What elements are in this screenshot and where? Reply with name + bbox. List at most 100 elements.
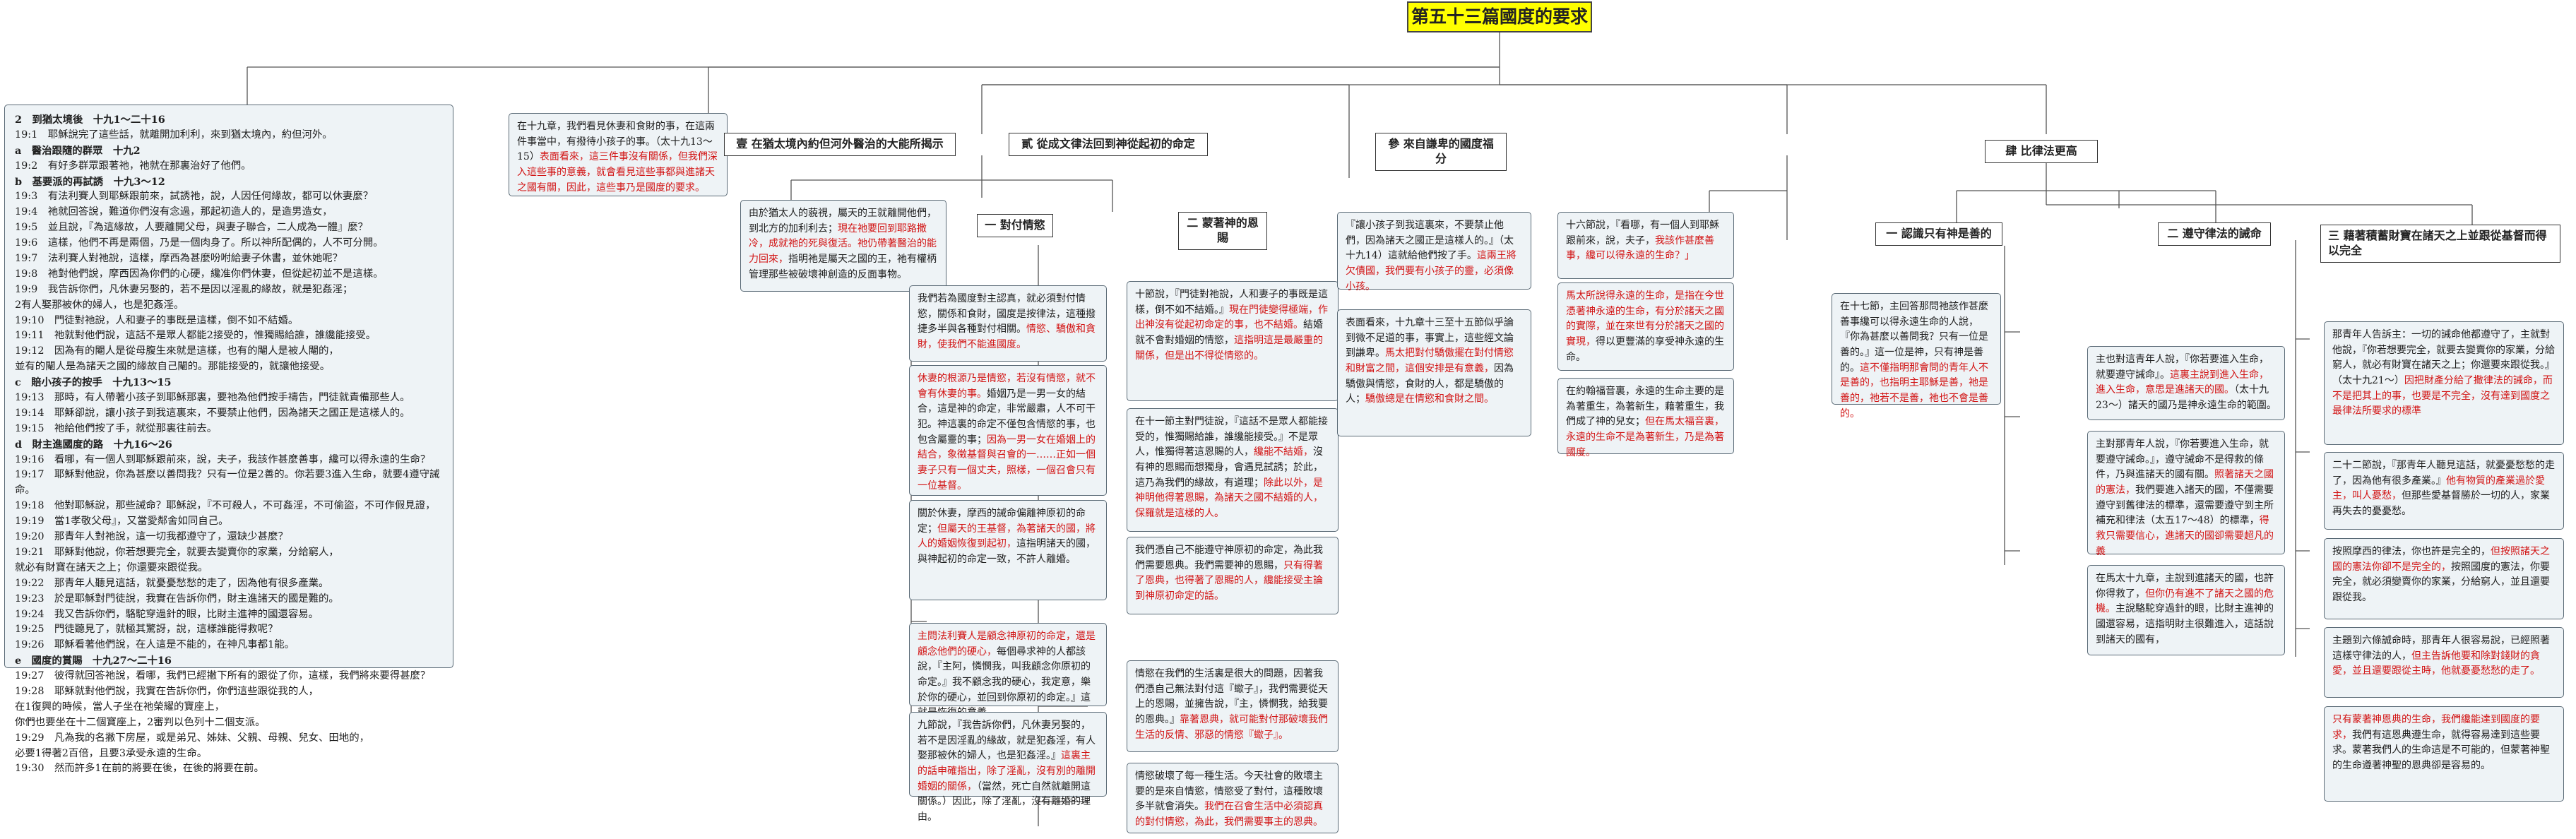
subheading-2b: 二 蒙著神的恩賜 <box>1178 212 1267 250</box>
outline-line: 19:12 因為有的閹人是從母腹生來就是這樣，也有的閹人是被人閹的， <box>15 345 339 357</box>
s4-2-red: 馬太所說得永遠的生命，是指在今世憑著神永遠的生命，有分於諸天之國的實際，並在來世… <box>1566 290 1724 348</box>
s4b-box-2: 主對那青年人說，『你若要進入生命，就要遵守誡命。』，遵守誡命不是得救的條件，乃與… <box>2087 431 2285 557</box>
section-heading-4: 肆 比律法更高 <box>1985 140 2098 163</box>
outline-line: 19:1 耶穌說完了這些話，就離開加利利，來到猶太境內，約但河外。 <box>15 129 333 141</box>
s2a-4-red: 主問法利賽人是顧念神原初的命定，還是顧念他們的硬心， <box>918 631 1096 657</box>
outline-line: 19:21 耶穌對他說，你若想要完全，就要去變賣你的家業，分給窮人， <box>15 546 339 558</box>
outline-line: 就必有財寶在諸天之上；你還要來跟從我。 <box>15 561 208 573</box>
s2a-2-text: 婚姻乃是一男一女的結合，這是神的命定，非常嚴肅，人不可干犯。神這裏的命定不僅包含… <box>918 388 1096 446</box>
subheading-2a: 一 對付情慾 <box>977 214 1053 237</box>
s3-2-text2: 因為驕傲與情慾，食財的人，都是驕傲的人； <box>1346 363 1514 405</box>
s4b-2-red: 照著諸天之國的憲法， <box>2096 469 2274 496</box>
s1-body-node: 由於猶太人的藐視，屬天的王就離開他們，到北方的加利利去；現在祂要回到耶路撒冷，成… <box>740 200 946 292</box>
outline-line: 19:13 那時，有人帶著小孩子到耶穌那裏，要祂為他們按手禱告，門徒就責備那些人… <box>15 392 410 404</box>
s4c-2-text: 二十二節說，『那青年人聽見這話，就憂憂愁愁的走了，因為他有很多產業。』 <box>2332 460 2555 487</box>
s4c-box-3: 按照摩西的律法，你也許是完全的，但按照諸天之國的憲法你卻不是完全的，按照國度的憲… <box>2324 538 2564 619</box>
s4b-box-1: 主也對這青年人說，『你若要進入生命，就要遵守誡命』。這裏主說到進入生命，進入生命… <box>2087 346 2285 420</box>
s3-2-red: 馬太把對付驕傲擺在對付情慾和財富之間，這個安排是有意義， <box>1346 347 1514 375</box>
s4c-1-text: 那青年人告訴主：一切的誡命他都遵守了，主就對他說，『你若想要完全，就要去變賣你的… <box>2332 329 2555 387</box>
s4a-box-1: 在十七節，主回答那問祂該作甚麼善事纔可以得永遠生命的人說，『你為甚麼以善問我？只… <box>1832 293 2001 420</box>
outline-heading: c 賠小孩子的按手 十九13～15 <box>15 376 172 389</box>
s4b-1-text2: （太十九23～）諸天的國乃是神永遠生命的範圍。 <box>2096 384 2277 412</box>
s4c-2-text2: 但那些愛基督勝於一切的人，家業再失去的憂憂愁。 <box>2332 490 2550 518</box>
section-heading-3: 參 來自謙卑的國度福分 <box>1375 133 1507 171</box>
s2b-box-4: 情慾在我們的生活裏是很大的問題，因著我們憑自己無法對付這『蠍子』，我們需要從天上… <box>1127 660 1339 752</box>
s4b-1-red: 這裏主說到進入生命，進入生命，意思是進諸天的國。 <box>2096 369 2269 396</box>
s3-2-red2: 驕傲總是在情慾和食財之間。 <box>1365 393 1494 405</box>
s4c-3-red: 但按照諸天之國的憲法你卻不是完全的， <box>2332 546 2550 573</box>
s4c-3-text: 按照摩西的律法，你也許是完全的， <box>2332 546 2491 557</box>
s4-3-red: 但在馬太福音裏，永遠的生命不是為著新生，乃是為著國度。 <box>1566 416 1724 458</box>
s4b-3-red: 但你仍有進不了諸天之國的危機。 <box>2096 588 2274 615</box>
s2b-box-5: 情慾破壞了每一種生活。今天社會的敗壞主要的是來自情慾，情慾受了對付，這種敗壞多半… <box>1127 763 1339 833</box>
s4b-3-text2: 主說駱駝穿過針的眼，比財主進神的國還容易，這指明財主很難進入，這話說到諸天的國有… <box>2096 603 2274 645</box>
s4c-4-red: 但主告訴他要和除對錢財的貪愛，並且還要跟從主時，他就憂憂愁愁的走了。 <box>2332 650 2540 677</box>
s2b-2-text: 在十一節主對門徒說，『這話不是眾人都能接受的，惟獨賜給誰，誰纔能接受。』不是眾人… <box>1135 416 1328 458</box>
outline-line: 並有的閹人是為諸天之國的緣故自己閹的。那能接受的，就讓他接受。 <box>15 361 331 373</box>
s1-body-text2: 指明祂是屬天之國的王，祂有權柄管理那些被破壞神創造的反面事物。 <box>749 254 937 280</box>
s2b-1-red2: 這指明這是最嚴重的關係，但是出不得從情慾的。 <box>1135 335 1323 362</box>
intro-red-text: 表面看來，這三件事沒有關係，但我們深入這些事的意義，就會看見這些事都與進諸天之國… <box>517 151 718 194</box>
outline-line: 19:3 有法利賽人到耶穌跟前來，試誘祂，說，人因任何緣故，都可以休妻麼？ <box>15 191 374 203</box>
outline-heading: a 醫治跟隨的群眾 十九2 <box>15 144 141 157</box>
outline-line: 19:25 門徒聽見了，就極其驚訝，說，這樣誰能得救呢？ <box>15 624 278 636</box>
outline-heading: d 財主進國度的路 十九16～26 <box>15 438 172 451</box>
outline-line: 你們也要坐在十二個寶座上，2審判以色列十二個支派。 <box>15 716 266 728</box>
s2b-1-text: 十節說，『門徒對祂說，人和妻子的事既是這樣，倒不如不結婚。』 <box>1135 289 1328 316</box>
s4c-4-text: 主題到六條誠命時，那青年人很容易說，已經照著這樣守律法的人， <box>2332 635 2550 662</box>
s4-3-text: 在約翰福音裏，永遠的生命主要的是為著重生，為著新生，藉著重生，我們成了神的兒女； <box>1566 386 1724 428</box>
outline-line: 19:4 祂就回答說，難道你們沒有念過，那起初造人的，是造男造女， <box>15 206 333 218</box>
s2b-2-red2: 除此以外，是神明他得著恩賜，為諸天之國不結婚的人，保羅就是這樣的人。 <box>1135 477 1323 520</box>
s2a-box-5: 九節說，『我告訴你們，凡休妻另娶的，若不是因淫亂的緣故，就是犯姦淫，有人娶那被休… <box>909 712 1107 823</box>
s4b-3-text: 在馬太十九章，主說到進諸天的國，也許你得救了， <box>2096 573 2274 600</box>
s4b-2-red2: 得救只需要信心，進諸天的國卻需要超凡的義 <box>2096 515 2274 557</box>
outline-line: 19:2 有好多群眾跟著祂，祂就在那裏治好了他們。 <box>15 160 251 172</box>
s4b-2-text: 主對那青年人說，『你若要進入生命，就要遵守誡命。』，遵守誡命不是得救的條件，乃與… <box>2096 439 2269 481</box>
outline-line: 19:6 這樣，他們不再是兩個，乃是一個肉身了。所以神所配偶的，人不可分開。 <box>15 237 384 249</box>
outline-line: 19:5 並且說，『為這緣故，人要離開父母，與妻子聯合，二人成為一體』麼？ <box>15 222 369 234</box>
outline-line: 19:22 那青年人聽見這話，就憂憂愁愁的走了，因為他有很多產業。 <box>15 577 329 589</box>
s2b-2-text2: 沒有神的恩賜而想獨身，會遇見試誘；於此，這乃為我們的緣故，有道理； <box>1135 446 1323 489</box>
s2b-3-red: 只有得著了恩典，也得著了恩賜的人，纔能接受主論到神原初命定的話。 <box>1135 559 1323 602</box>
s2a-5-red: 這裏主的話申確指出，除了淫亂，沒有別的離開婚姻的關係， <box>918 750 1096 792</box>
s4-box-3: 在約翰福音裏，永遠的生命主要的是為著重生，為著新生，藉著重生，我們成了神的兒女；… <box>1557 378 1734 458</box>
s4-2-text: 得以更豐滿的享受神永遠的生命。 <box>1566 336 1724 363</box>
s4c-box-5: 只有蒙著神恩典的生命，我們纔能達到國度的要求，我們有這恩典遵生命，就得容易達到這… <box>2324 706 2564 802</box>
s3-1-text: 『讓小孩子到我這裏來，不要禁止他們，因為諸天之國正是這樣人的。』（太十九14） <box>1346 220 1514 262</box>
s2b-box-2: 在十一節主對門徒說，『這話不是眾人都能接受的，惟獨賜給誰，誰纔能接受。』不是眾人… <box>1127 408 1339 532</box>
outline-line: 19:30 然而許多1在前的將要在後，在後的將要在前。 <box>15 763 264 775</box>
s4c-3-text2: 按照國度的憲法，你要完全，就必須變賣你的家業，分給窮人，並且還要跟從我。 <box>2332 561 2550 604</box>
section-heading-1: 壹 在猶太境內約但河外醫治的大能所揭示 <box>724 133 956 156</box>
s2a-3-red: 但屬天的王基督，為著諸天的國，將人的婚姻恢復到起初， <box>918 523 1096 550</box>
outline-line: 19:10 門徒對祂說，人和妻子的事既是這樣，倒不如不結婚。 <box>15 314 299 326</box>
s4b-1-text: 主也對這青年人說，『你若要進入生命，就要遵守誡命』。 <box>2096 354 2269 381</box>
s4b-2-text2: 我們要進入諸天的國，不僅需要遵守到舊律法的標準，還需要遵守到主所補充和律法（太五… <box>2096 484 2274 527</box>
s3-box-1: 『讓小孩子到我這裏來，不要禁止他們，因為諸天之國正是這樣人的。』（太十九14）這… <box>1337 212 1531 292</box>
s2a-box-1: 我們若為國度對主認真，就必須對付情慾，關係和食財，國度是按律法，這種撥捷多半與各… <box>909 285 1107 362</box>
s4-box-2: 馬太所說得永遠的生命，是指在今世憑著神永遠的生命，有分於諸天之國的實際，並在來世… <box>1557 282 1734 371</box>
outline-line: 19:7 法利賽人對祂說，這樣，摩西為甚麼吩咐給妻子休書，並休她呢？ <box>15 253 343 265</box>
s2a-box-3: 關於休妻，摩西的誡命偏離神原初的命定；但屬天的王基督，為著諸天的國，將人的婚姻恢… <box>909 500 1107 600</box>
outline-line: 19:16 看哪，有一個人到耶穌跟前來，說，夫子，我該作甚麼善事，纔可以得永遠的… <box>15 453 431 465</box>
outline-heading: b 基要派的再試誘 十九3～12 <box>15 175 165 188</box>
s2b-2-red: 纔能不結婚， <box>1254 446 1313 458</box>
subheading-4a: 一 認識只有神是善的 <box>1875 222 2002 246</box>
s2a-2-red2: 因為一男一女在婚姻上的結合，象徵基督與召會的一……正如一個妻子只有一個丈夫，照樣… <box>918 434 1096 492</box>
outline-line: 19:24 我又告訴你們，駱駝穿過針的眼，比財主進神的國還容易。 <box>15 608 319 620</box>
s4c-box-1: 那青年人告訴主：一切的誡命他都遵守了，主就對他說，『你若想要完全，就要去變賣你的… <box>2324 321 2564 445</box>
s4a-1-red: 這不僅指明那會問的青年人不是善的，也指明主耶穌是善，祂是善的，祂若不是善，祂也不… <box>1840 362 1988 420</box>
subheading-4c: 三 藉著積蓄財寶在諸天之上並跟從基督而得以完全 <box>2320 225 2560 263</box>
s4c-2-red: 他有物質的產業過於愛主，叫人憂愁， <box>2332 475 2545 502</box>
s4c-box-4: 主題到六條誠命時，那青年人很容易說，已經照著這樣守律法的人，但主告訴他要和除對錢… <box>2324 627 2564 698</box>
intro-text: 在十九章，我們看見休妻和食財的事，在這兩件事當中，有撥待小孩子的事。（太十九13… <box>517 121 715 163</box>
outline-line: 19:27 彼得就回答祂說，看哪，我們已經撇下所有的跟從了你，這樣，我們將來要得… <box>15 670 431 682</box>
outline-line: 19:9 我告訴你們，凡休妻另娶的，若不是因以淫亂的緣故，就是犯姦淫； <box>15 283 353 295</box>
s3-box-2: 表面看來，十九章十三至十五節似乎論到微不足道的事，事實上，這些經文論到謙卑。馬太… <box>1337 309 1531 436</box>
s4-intro-node: 十六節說，『看哪，有一個人到耶穌跟前來，說，夫子，我該作甚麼善事，纔可以得永遠的… <box>1557 212 1734 279</box>
s2b-5-red: 我們在召會生活中必須認真的對付情慾，為此，我們需要事主的恩典。 <box>1135 801 1323 828</box>
outline-line: 19:23 於是耶穌對門徒說，我實在告訴你們，財主進諸天的國是難的。 <box>15 593 339 605</box>
s2a-3-text2: 這指明諸天的國，與神起初的命定一致，不許人離婚。 <box>918 538 1096 566</box>
s2a-1-red: 情慾、驕傲和貪財，使我們不能進國度。 <box>918 323 1096 351</box>
outline-line: 19:20 那青年人對祂說，這一切我都遵守了，還缺少甚麼？ <box>15 531 288 543</box>
s2b-box-1: 十節說，『門徒對祂說，人和妻子的事既是這樣，倒不如不結婚。』現在門徒變得極端，作… <box>1127 281 1339 401</box>
